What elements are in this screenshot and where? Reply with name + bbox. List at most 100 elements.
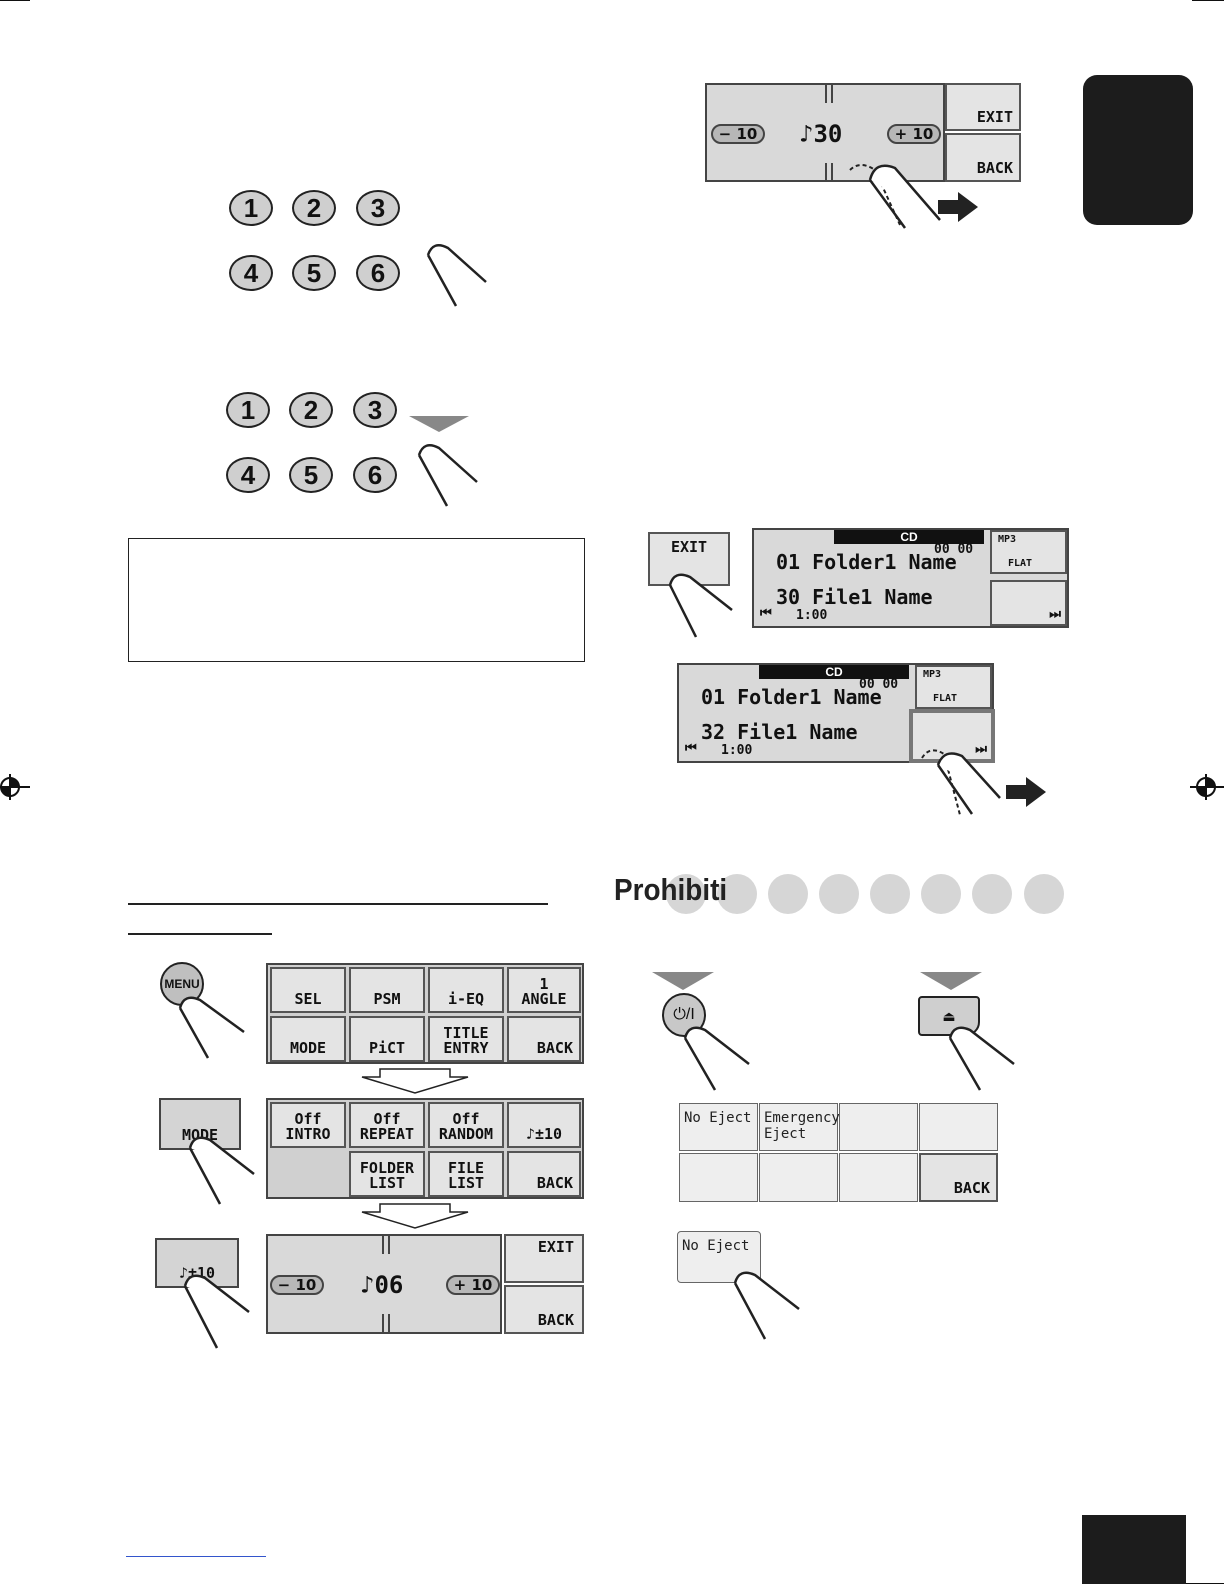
empty-button[interactable] xyxy=(839,1153,918,1202)
crop-mark xyxy=(0,0,30,1)
heading-dot xyxy=(819,874,859,914)
ieq-button[interactable]: i-EQ xyxy=(428,967,504,1013)
preset-key-6[interactable]: 6 xyxy=(353,457,397,493)
source-label: CD xyxy=(834,530,984,544)
preset-key-2[interactable]: 2 xyxy=(289,392,333,428)
prev-icon[interactable]: ⏮ xyxy=(760,606,772,621)
back-button[interactable]: BACK xyxy=(507,1151,581,1197)
eject-icon: ⏏ xyxy=(942,1007,956,1024)
intro-button[interactable]: Off INTRO xyxy=(270,1102,346,1148)
preset-key-5[interactable]: 5 xyxy=(292,255,336,291)
display-divider xyxy=(382,1236,390,1254)
elapsed-time: 1:00 xyxy=(721,743,753,758)
elapsed-time-top: 00 00 xyxy=(934,542,974,557)
finger-press-icon xyxy=(178,996,245,1059)
mode-panel[interactable]: MP3 FLAT xyxy=(915,665,992,709)
arrow-down-icon xyxy=(361,1203,469,1229)
heading-dot xyxy=(921,874,961,914)
menu-grid-1: SEL PSM i-EQ 1 ANGLE MODE PiCT TITLE ENT… xyxy=(266,963,584,1064)
next-icon: ⏭ xyxy=(975,742,987,757)
elapsed-time-top: 00 00 xyxy=(859,677,899,692)
mp3-label: MP3 xyxy=(998,534,1017,545)
folder-line: 01 Folder1 Name xyxy=(701,685,882,709)
heading-dot xyxy=(870,874,910,914)
finger-press-icon xyxy=(426,243,487,307)
heading-dot xyxy=(768,874,808,914)
folder-line: 01 Folder1 Name xyxy=(776,550,957,574)
heading-dot xyxy=(717,874,757,914)
preset-key-4[interactable]: 4 xyxy=(229,255,273,291)
title-entry-button[interactable]: TITLE ENTRY xyxy=(428,1016,504,1062)
minus-10-button[interactable]: − 10 xyxy=(711,124,765,144)
back-button[interactable]: BACK xyxy=(945,133,1021,182)
emergency-eject-button[interactable]: Emergency Eject xyxy=(759,1103,840,1151)
empty-button[interactable] xyxy=(919,1103,998,1151)
no-eject-button[interactable]: No Eject xyxy=(679,1103,758,1151)
back-button[interactable]: BACK xyxy=(919,1153,998,1202)
cd-display-1: CD 00 00 MP3 FLAT 01 Folder1 Name 30 Fil… xyxy=(752,528,1069,628)
language-tab xyxy=(1083,75,1193,225)
eject-menu-grid: No Eject Emergency Eject BACK xyxy=(679,1103,998,1202)
next-button[interactable]: ⏭ xyxy=(990,580,1067,626)
mp3-label: MP3 xyxy=(923,669,942,680)
finger-press-icon xyxy=(733,1271,800,1340)
preset-key-3[interactable]: 3 xyxy=(356,190,400,226)
mode-panel[interactable]: MP3 FLAT xyxy=(990,530,1067,574)
skip-10-button[interactable]: ♪±10 xyxy=(507,1102,581,1148)
folder-list-button[interactable]: FOLDER LIST xyxy=(349,1151,425,1197)
crop-mark xyxy=(1192,0,1224,1)
plus-10-button[interactable]: + 10 xyxy=(446,1275,500,1295)
preset-key-2[interactable]: 2 xyxy=(292,190,336,226)
preset-key-1[interactable]: 1 xyxy=(226,392,270,428)
heading-dot xyxy=(1024,874,1064,914)
back-button[interactable]: BACK xyxy=(504,1285,584,1334)
eject-button[interactable]: ⏏ xyxy=(918,996,980,1036)
mode-button[interactable]: MODE xyxy=(270,1016,346,1062)
psm-button[interactable]: PSM xyxy=(349,967,425,1013)
empty-button[interactable] xyxy=(759,1153,838,1202)
elapsed-time: 1:00 xyxy=(796,608,828,623)
angle-button[interactable]: 1 ANGLE xyxy=(507,967,581,1013)
source-label: CD xyxy=(759,665,909,679)
repeat-button[interactable]: Off REPEAT xyxy=(349,1102,425,1148)
display-divider xyxy=(382,1314,390,1332)
preset-key-3[interactable]: 3 xyxy=(353,392,397,428)
no-eject-button[interactable]: No Eject xyxy=(677,1231,761,1283)
cd-display-2: CD 00 00 MP3 FLAT 01 Folder1 Name 32 Fil… xyxy=(677,663,995,763)
preset-key-6[interactable]: 6 xyxy=(356,255,400,291)
file-line: 30 File1 Name xyxy=(776,585,933,609)
flat-label: FLAT xyxy=(933,693,958,704)
finger-press-icon xyxy=(183,1274,250,1349)
file-line: 32 File1 Name xyxy=(701,720,858,744)
finger-press-icon xyxy=(188,1136,255,1205)
exit-button[interactable]: EXIT xyxy=(945,83,1021,131)
press-arrow-icon xyxy=(920,972,982,990)
back-button[interactable]: BACK xyxy=(507,1016,581,1062)
file-list-button[interactable]: FILE LIST xyxy=(428,1151,504,1197)
press-arrow-icon xyxy=(652,972,714,990)
rule xyxy=(128,933,272,935)
empty-button[interactable] xyxy=(679,1153,758,1202)
arrow-down-icon xyxy=(361,1068,469,1094)
minus-10-button[interactable]: − 10 xyxy=(270,1275,324,1295)
preset-key-4[interactable]: 4 xyxy=(226,457,270,493)
preset-key-1[interactable]: 1 xyxy=(229,190,273,226)
finger-drag-icon xyxy=(849,164,978,229)
notice-box xyxy=(128,538,585,662)
finger-press-icon xyxy=(668,573,733,638)
random-button[interactable]: Off RANDOM xyxy=(428,1102,504,1148)
track-skip-display: − 10 ♪06 + 10 xyxy=(266,1234,502,1334)
next-icon: ⏭ xyxy=(1049,607,1061,622)
sel-button[interactable]: SEL xyxy=(270,967,346,1013)
registration-mark-left xyxy=(0,774,30,800)
pict-button[interactable]: PiCT xyxy=(349,1016,425,1062)
empty-button[interactable] xyxy=(839,1103,918,1151)
section-heading: Prohibiti xyxy=(614,872,728,907)
heading-dot xyxy=(666,874,706,914)
preset-key-5[interactable]: 5 xyxy=(289,457,333,493)
exit-button[interactable]: EXIT xyxy=(504,1234,584,1283)
display-divider xyxy=(825,85,833,103)
flat-label: FLAT xyxy=(1008,558,1033,569)
prev-icon[interactable]: ⏮ xyxy=(685,741,697,756)
plus-10-button[interactable]: + 10 xyxy=(887,124,941,144)
